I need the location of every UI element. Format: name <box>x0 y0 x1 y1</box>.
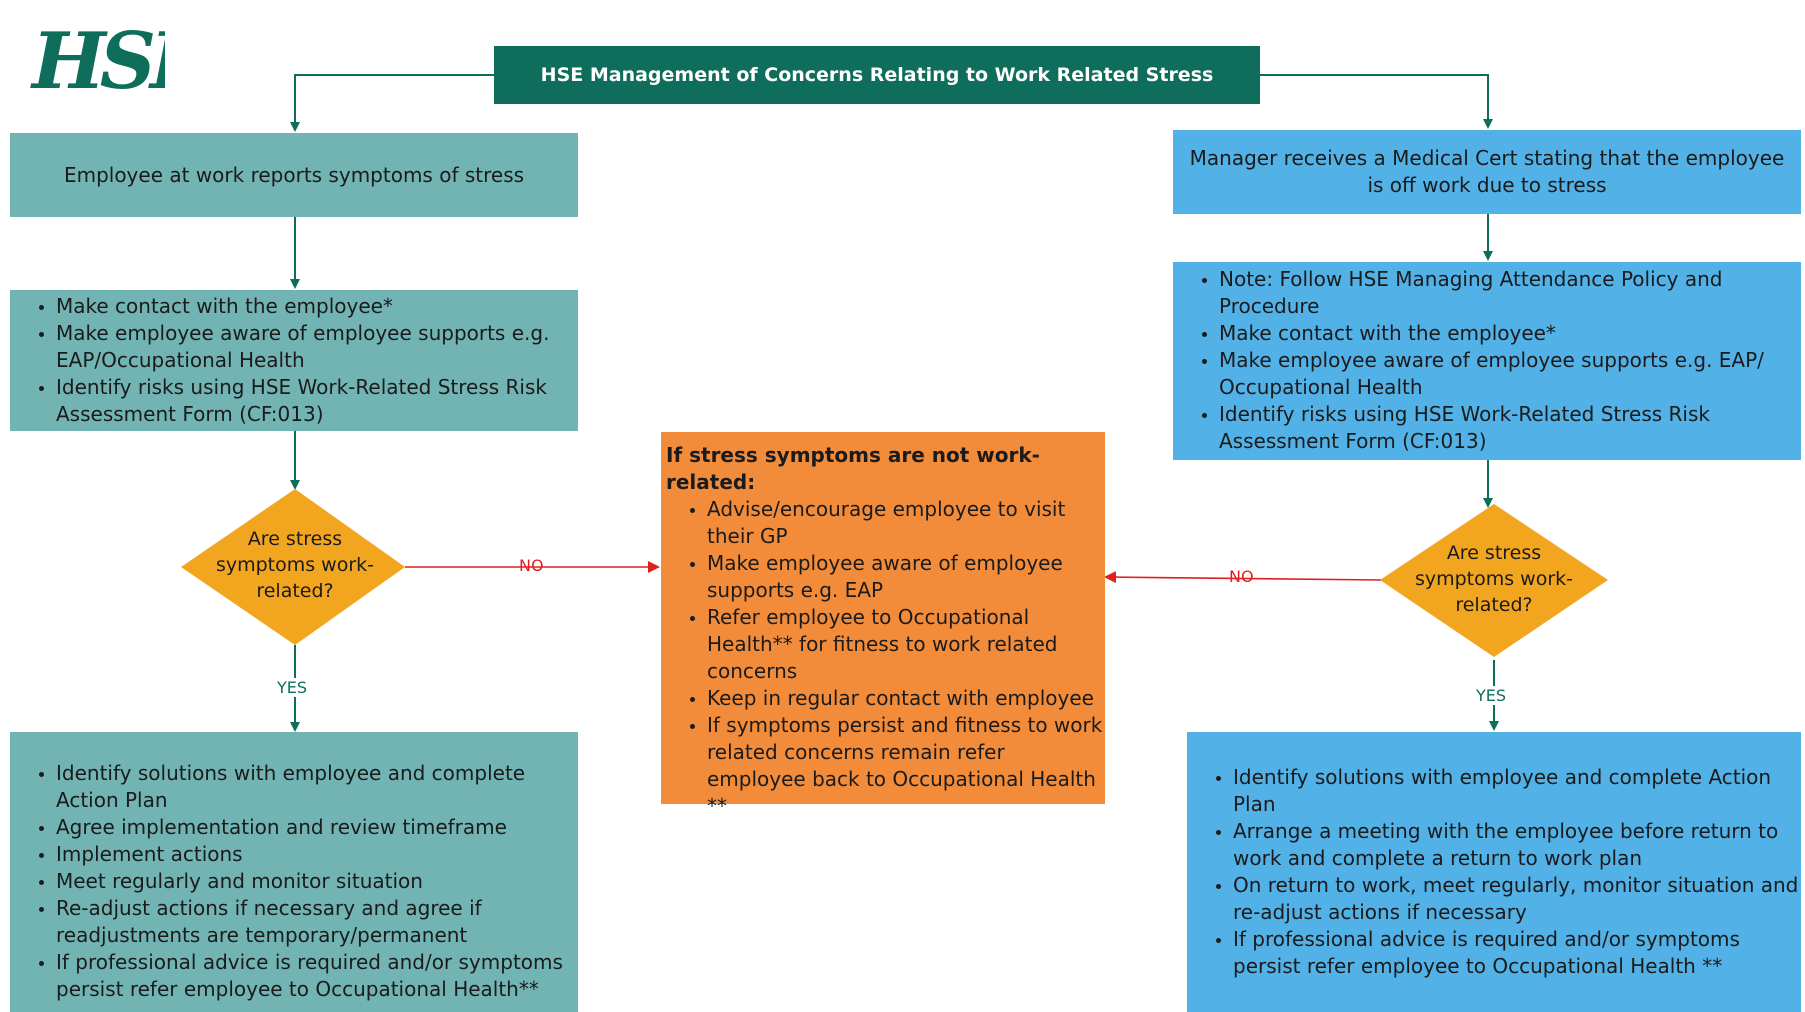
right-no-label: NO <box>1229 567 1254 586</box>
not-work-related-box: If stress symptoms are not work-related:… <box>661 432 1105 818</box>
list-item: Arrange a meeting with the employee befo… <box>1233 818 1801 872</box>
left-yes-actions-box: Identify solutions with employee and com… <box>10 732 578 1012</box>
right-actions-list: Note: Follow HSE Managing Attendance Pol… <box>1173 266 1801 455</box>
list-item: Make contact with the employee* <box>1219 320 1801 347</box>
list-item: Make contact with the employee* <box>56 293 578 320</box>
right-actions-box: Note: Follow HSE Managing Attendance Pol… <box>1173 262 1801 460</box>
list-item: On return to work, meet regularly, monit… <box>1233 872 1801 926</box>
list-item: Note: Follow HSE Managing Attendance Pol… <box>1219 266 1801 320</box>
right-yes-actions-list: Identify solutions with employee and com… <box>1187 764 1801 980</box>
list-item: Identify solutions with employee and com… <box>56 760 578 814</box>
list-item: If professional advice is required and/o… <box>1233 926 1801 980</box>
left-yes-label: YES <box>277 678 308 697</box>
left-actions-box: Make contact with the employee* Make emp… <box>10 290 578 431</box>
list-item: Keep in regular contact with employee <box>707 685 1105 712</box>
left-decision-diamond <box>181 489 405 645</box>
right-yes-actions-box: Identify solutions with employee and com… <box>1187 732 1801 1012</box>
left-no-label: NO <box>519 556 544 575</box>
left-actions-list: Make contact with the employee* Make emp… <box>10 293 578 428</box>
list-item: Refer employee to Occupational Health** … <box>707 604 1105 685</box>
page-title: HSE Management of Concerns Relating to W… <box>494 46 1260 104</box>
hse-logo-text: HSE <box>30 16 165 100</box>
left-decision-text: Are stress symptoms work-related? <box>215 528 375 602</box>
arrow-title-to-left <box>290 74 494 132</box>
arrow-right-no <box>1104 571 1383 584</box>
right-yes-label: YES <box>1476 686 1507 705</box>
right-start-box: Manager receives a Medical Cert stating … <box>1173 130 1801 214</box>
list-item: If professional advice is required and/o… <box>56 949 578 1003</box>
not-work-related-list: Advise/encourage employee to visit their… <box>666 496 1105 820</box>
list-item: Make employee aware of employee supports… <box>707 550 1105 604</box>
list-item: Identify solutions with employee and com… <box>1233 764 1801 818</box>
right-decision-text: Are stress symptoms work-related? <box>1414 542 1574 616</box>
left-yes-actions-list: Identify solutions with employee and com… <box>10 760 578 1003</box>
list-item: Agree implementation and review timefram… <box>56 814 578 841</box>
list-item: Implement actions <box>56 841 578 868</box>
list-item: Identify risks using HSE Work-Related St… <box>1219 401 1801 455</box>
list-item: Make employee aware of employee supports… <box>56 320 578 374</box>
list-item: Make employee aware of employee supports… <box>1219 347 1801 401</box>
list-item: Meet regularly and monitor situation <box>56 868 578 895</box>
arrow-title-to-right <box>1260 74 1493 129</box>
not-work-related-heading: If stress symptoms are not work-related: <box>666 443 1040 494</box>
list-item: Identify risks using HSE Work-Related St… <box>56 374 578 428</box>
left-start-box: Employee at work reports symptoms of str… <box>10 133 578 217</box>
list-item: Advise/encourage employee to visit their… <box>707 496 1105 550</box>
right-start-text: Manager receives a Medical Cert stating … <box>1189 146 1785 197</box>
right-decision-diamond <box>1380 504 1608 657</box>
list-item: Re-adjust actions if necessary and agree… <box>56 895 578 949</box>
left-start-text: Employee at work reports symptoms of str… <box>63 162 525 187</box>
list-item: If symptoms persist and fitness to work … <box>707 712 1105 820</box>
